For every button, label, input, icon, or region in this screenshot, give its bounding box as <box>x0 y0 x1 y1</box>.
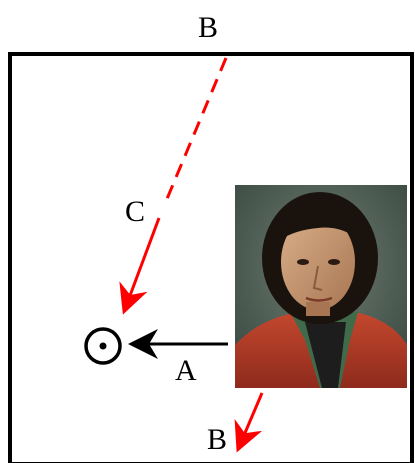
label-c: C <box>125 195 145 228</box>
label-a: A <box>175 354 197 387</box>
frame <box>8 52 414 463</box>
label-b-top: B <box>198 11 218 44</box>
label-b-bottom: B <box>207 423 227 456</box>
portrait <box>235 185 407 388</box>
circled-dot-icon <box>84 327 122 365</box>
red-solid-arrow-c <box>119 217 161 315</box>
red-dashed-arrow-c <box>162 57 228 207</box>
red-arrow-b-bottom <box>234 392 264 453</box>
